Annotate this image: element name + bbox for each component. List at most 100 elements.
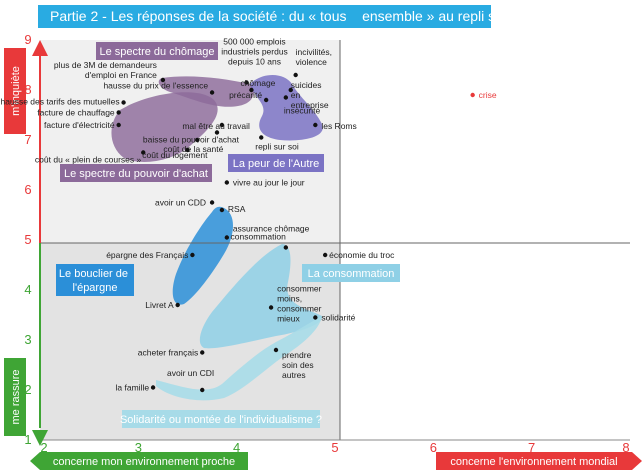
- point-marker: [259, 135, 264, 140]
- y-tick-label: 8: [24, 82, 31, 97]
- x-left-arrow: [30, 452, 40, 470]
- point-label: économie du troc: [329, 250, 395, 260]
- blob-bouclier-epargne: [172, 206, 233, 305]
- point-label: mal être au travail: [182, 121, 250, 131]
- diagram-point: précarité: [229, 90, 269, 103]
- point-marker: [268, 305, 274, 310]
- point-label: insécurité: [284, 106, 321, 116]
- point-marker: [190, 252, 195, 258]
- y-tick-label: 1: [24, 432, 31, 447]
- group-box-solidarite: [122, 410, 320, 428]
- point-marker: [263, 97, 269, 103]
- group-box-bouclier: [56, 264, 134, 296]
- diagram-point: assurance chômage: [224, 224, 310, 240]
- point-label: les Roms: [321, 121, 356, 131]
- diagram-point: RSA: [219, 204, 246, 214]
- x-tick-label: 6: [430, 440, 437, 455]
- point-marker: [209, 200, 215, 205]
- point-marker: [209, 90, 215, 95]
- y-top-label-box: [4, 48, 26, 134]
- x-tick-label: 4: [233, 440, 240, 455]
- diagram-point: baisse du pouvoir d'achat: [143, 130, 240, 145]
- point-marker: [121, 100, 126, 105]
- y-tick-label: 3: [24, 332, 31, 347]
- point-label: acheter français: [138, 348, 198, 358]
- y-bottom-label-box: [4, 358, 26, 436]
- point-label: baisse du pouvoir d'achat: [143, 135, 240, 145]
- y-tick-label: 2: [24, 382, 31, 397]
- x-tick-label: 8: [622, 440, 629, 455]
- y-down-arrow: [32, 430, 48, 446]
- point-label: Livret A: [145, 300, 174, 310]
- point-marker: [141, 150, 146, 155]
- y-tick-label: 6: [24, 182, 31, 197]
- point-label: épargne des Français: [106, 250, 188, 260]
- point-label: RSA: [228, 204, 246, 214]
- point-marker: [273, 347, 279, 353]
- point-marker: [244, 80, 249, 85]
- point-label: repli sur soi: [255, 142, 299, 152]
- point-marker: [470, 92, 475, 98]
- point-label: avoir un CDD: [155, 198, 206, 208]
- diagram-point: coût de la santé: [163, 137, 224, 154]
- y-top-label: m'inquiète: [10, 66, 22, 116]
- diagram-point: avoir un CDI: [167, 368, 214, 393]
- point-label: hausse du prix de l'essence: [103, 81, 208, 91]
- point-marker: [200, 387, 205, 393]
- y-tick-label: 9: [24, 32, 31, 47]
- point-marker: [293, 72, 298, 78]
- x-right-label-box: [436, 452, 632, 470]
- point-label: chômage: [240, 78, 275, 88]
- diagram-point: facture d'électricité: [44, 120, 121, 130]
- diagram-point: acheter français: [138, 348, 205, 358]
- point-marker: [322, 252, 328, 258]
- diagram-point: hausse du prix de l'essence: [103, 81, 215, 95]
- diagram-point: insécurité: [283, 95, 321, 116]
- y-tick-label: 5: [24, 232, 31, 247]
- point-label: coût du logement: [142, 150, 208, 160]
- point-marker: [288, 87, 293, 93]
- x-tick-label: 7: [528, 440, 535, 455]
- group-label-solidarite: Solidarité ou montée de l'individualisme…: [120, 414, 322, 426]
- y-tick-label: 4: [24, 282, 31, 297]
- group-box-peur-autre: [228, 154, 324, 172]
- diagram-point: coût du logement: [142, 147, 208, 160]
- point-marker: [116, 122, 121, 128]
- y-tick-label: 7: [24, 132, 31, 147]
- x-tick-label: 3: [135, 440, 142, 455]
- point-marker: [224, 180, 230, 185]
- point-label: facture de chauffage: [37, 108, 115, 118]
- group-label-chomage: Le spectre du chômage: [100, 46, 215, 58]
- diagram-point: économie du troc: [322, 250, 395, 260]
- point-label: précarité: [229, 90, 262, 100]
- point-marker: [214, 130, 220, 135]
- point-marker: [249, 87, 254, 93]
- diagram-point: mal être au travail: [182, 121, 250, 131]
- point-label: assurance chômage: [233, 224, 310, 234]
- point-marker: [185, 147, 190, 153]
- point-marker: [313, 122, 318, 128]
- point-marker: [150, 385, 156, 390]
- point-marker: [219, 122, 225, 128]
- diagram-point: solidarité: [313, 313, 356, 323]
- point-label: avoir un CDI: [167, 368, 214, 378]
- x-right-arrow: [632, 452, 642, 470]
- point-marker: [313, 315, 318, 320]
- blob-chomage: [158, 76, 254, 107]
- point-label: consommation: [231, 232, 287, 242]
- point-marker: [160, 77, 166, 83]
- diagram-point: chômage: [240, 78, 276, 93]
- point-marker: [200, 350, 205, 355]
- diagram-point: facture de chauffage: [37, 108, 121, 118]
- y-bottom-label: me rassure: [10, 369, 22, 424]
